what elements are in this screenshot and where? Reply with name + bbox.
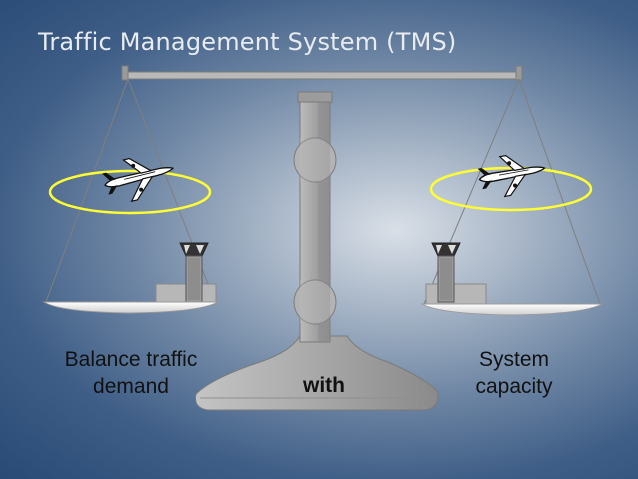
label-line: System <box>478 348 549 371</box>
control-tower-icon <box>431 242 461 303</box>
system-capacity-label: System capacity <box>454 346 574 400</box>
right-pan-box <box>425 283 487 305</box>
right-pan <box>420 303 604 316</box>
label-line: demand <box>93 375 169 398</box>
balance-traffic-demand-label: Balance traffic demand <box>46 346 216 400</box>
left-holding-ring <box>48 169 212 215</box>
airplane-icon <box>477 155 546 198</box>
label-line: Balance traffic <box>64 348 198 371</box>
airplane-icon <box>102 157 175 203</box>
left-pan <box>42 301 220 314</box>
scale-post <box>293 91 337 343</box>
control-tower-icon <box>179 242 209 303</box>
scale-beam <box>121 65 523 81</box>
with-label: with <box>303 374 345 397</box>
label-line: capacity <box>475 375 553 398</box>
right-holding-ring <box>429 166 593 212</box>
slide-title: Traffic Management System (TMS) <box>38 28 457 56</box>
